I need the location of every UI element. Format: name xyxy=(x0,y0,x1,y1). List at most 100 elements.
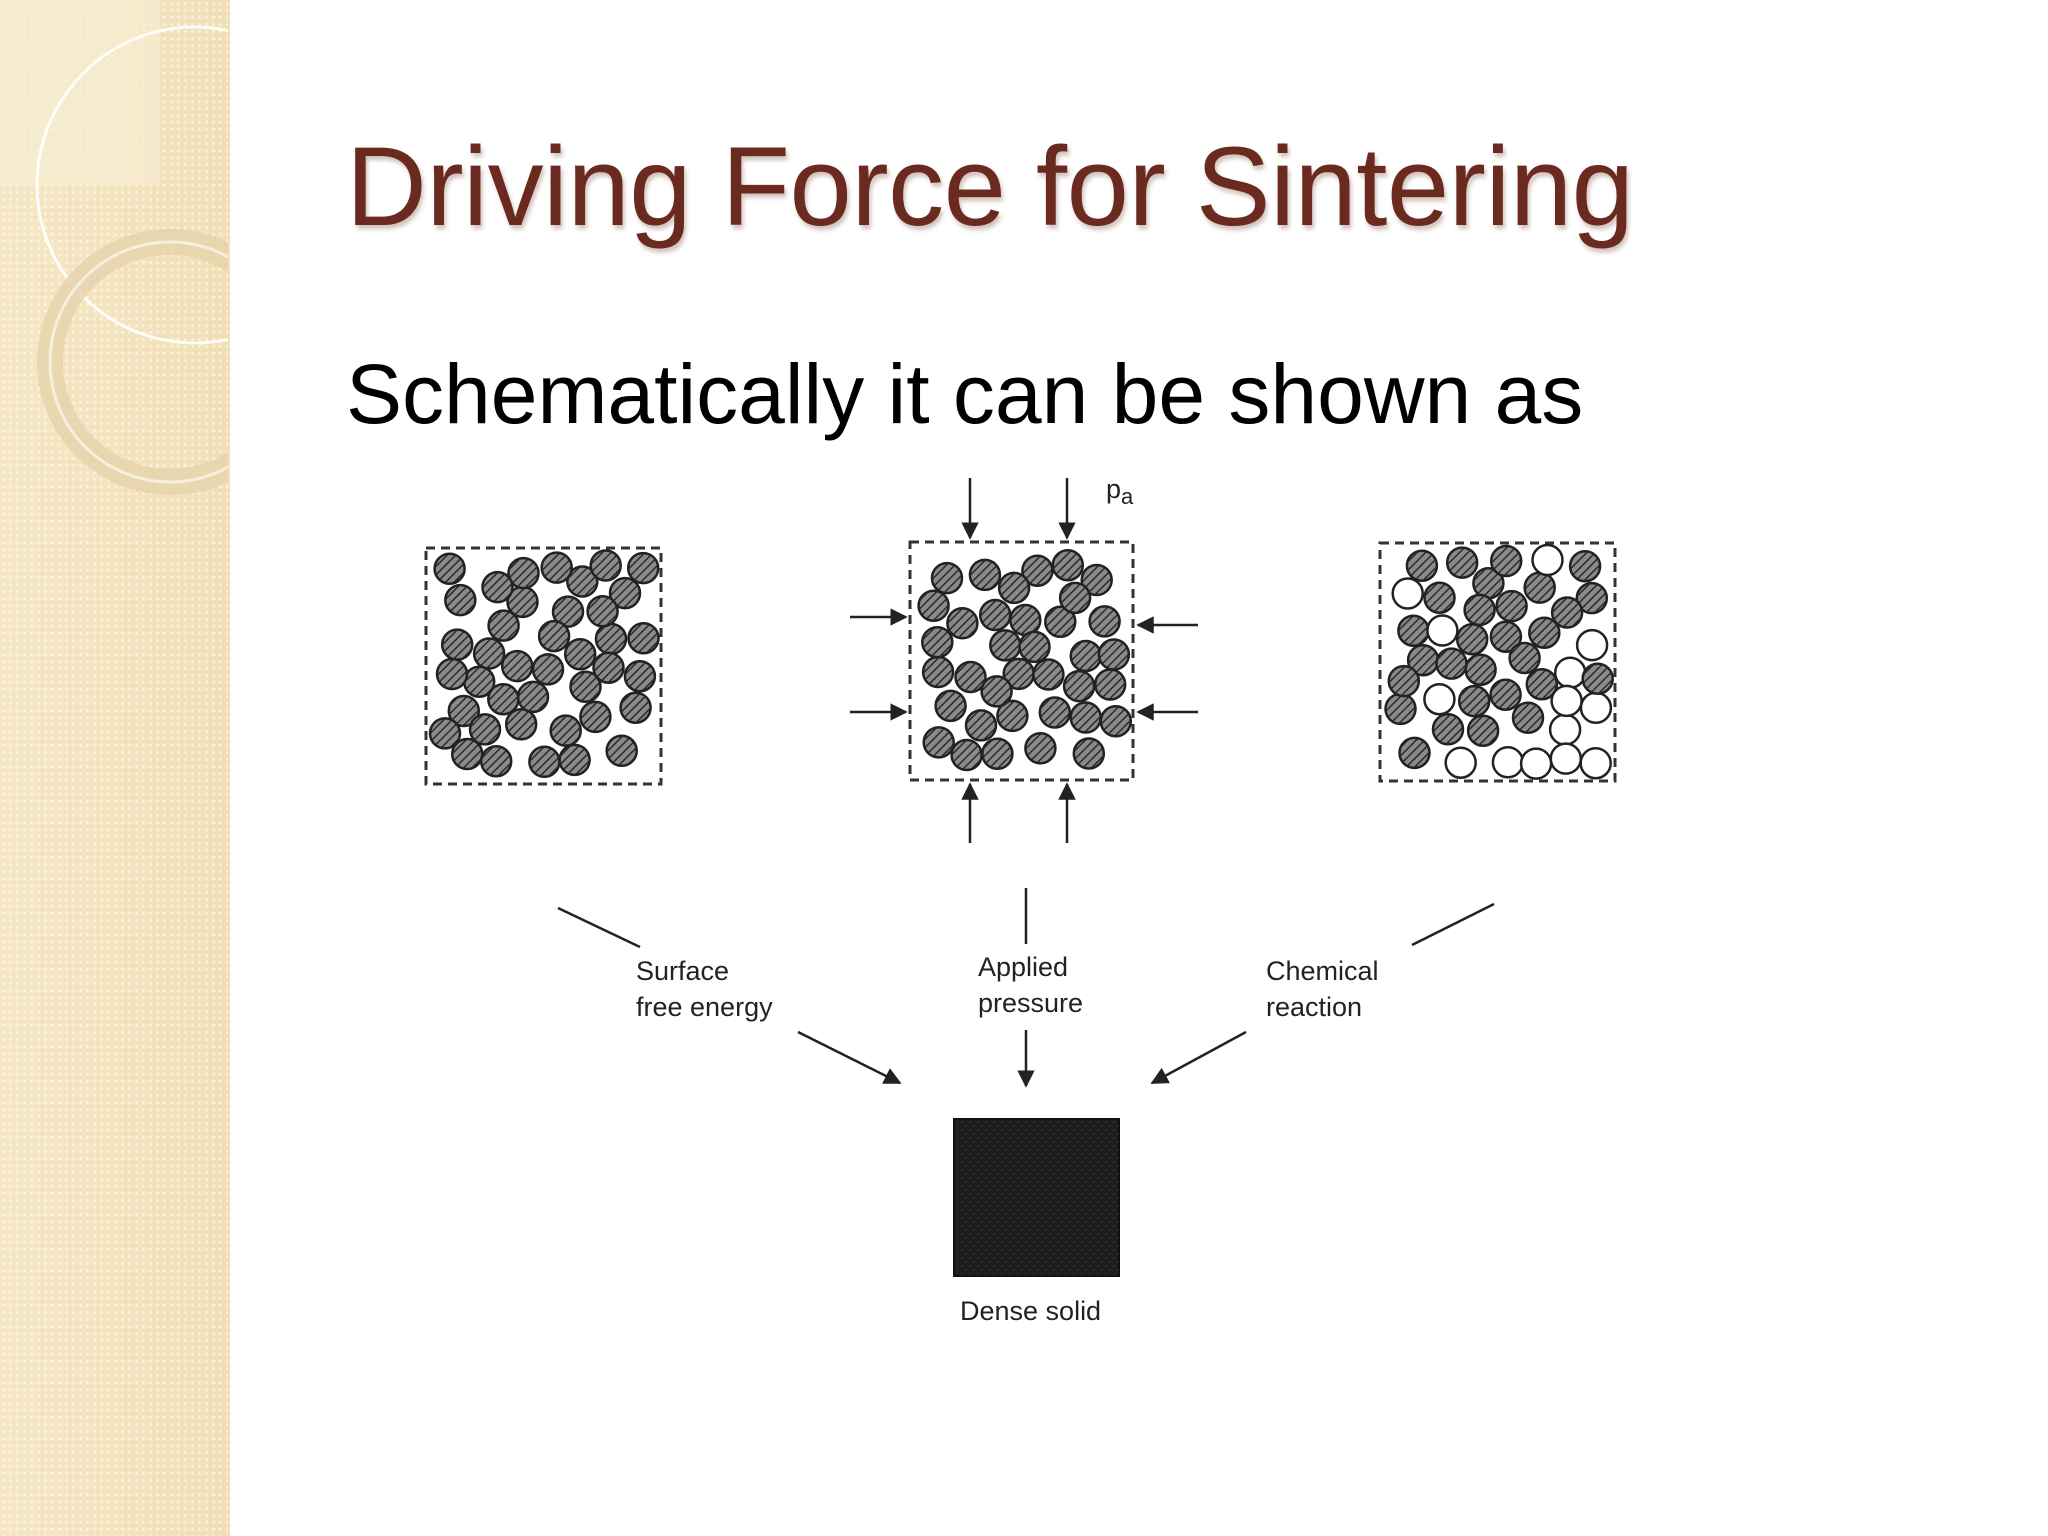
powder-particle xyxy=(507,556,540,590)
powder-particle xyxy=(566,565,599,598)
dense-solid-block xyxy=(953,1118,1120,1277)
slide-subtitle: Schematically it can be shown as xyxy=(346,347,1584,441)
powder-particle xyxy=(447,694,481,728)
reactant-particle xyxy=(1579,691,1613,725)
powder-particle xyxy=(487,682,520,716)
powder-particle xyxy=(1489,678,1522,711)
reactant-particle xyxy=(1423,682,1456,716)
powder-particle xyxy=(1466,714,1500,747)
powder-particle xyxy=(1455,622,1489,656)
powder-particle xyxy=(917,589,950,623)
label-chemical-line1: Chemical xyxy=(1266,956,1379,986)
powder-particle xyxy=(1581,662,1614,695)
powder-particle xyxy=(528,745,561,779)
reactant-particle xyxy=(1391,577,1424,610)
label-surface-line2: free energy xyxy=(636,992,773,1022)
powder-particle xyxy=(1080,563,1113,597)
powder-particle xyxy=(626,551,660,585)
powder-particle xyxy=(608,576,642,610)
powder-particle xyxy=(627,621,660,655)
reactant-particle xyxy=(1426,614,1459,647)
powder-particle xyxy=(997,571,1031,605)
powder-particle xyxy=(922,726,955,759)
particles-right xyxy=(1384,543,1614,780)
powder-particle xyxy=(433,552,466,585)
powder-particle xyxy=(981,737,1014,771)
powder-particle xyxy=(479,745,513,778)
powder-particle xyxy=(1463,593,1496,627)
powder-particle xyxy=(1024,732,1057,765)
powder-particle xyxy=(921,625,954,659)
particles-left xyxy=(428,549,660,779)
powder-particle xyxy=(1550,596,1584,629)
powder-particle xyxy=(1431,713,1465,746)
powder-particle xyxy=(1435,647,1468,680)
powder-particle xyxy=(1097,638,1131,671)
decorative-rings xyxy=(0,0,228,495)
powder-particle xyxy=(563,638,597,671)
powder-particle xyxy=(1525,667,1559,701)
powder-particle xyxy=(1072,737,1106,770)
powder-particle xyxy=(1088,605,1121,638)
powder-particle xyxy=(1398,736,1431,770)
powder-particle xyxy=(964,709,998,742)
powder-particle xyxy=(504,708,538,741)
powder-particle xyxy=(531,653,565,686)
label-chemical-line2: reaction xyxy=(1266,992,1362,1022)
powder-particle xyxy=(586,595,619,628)
powder-particle xyxy=(1508,641,1541,675)
powder-particle xyxy=(549,714,582,747)
powder-particle xyxy=(444,583,477,617)
powder-particle xyxy=(989,629,1022,662)
powder-particle xyxy=(1397,614,1430,647)
powder-particle xyxy=(516,680,550,714)
powder-particle xyxy=(1405,549,1439,582)
powder-particle xyxy=(1387,664,1421,698)
powder-particle xyxy=(551,595,585,628)
powder-particle xyxy=(1511,701,1545,734)
powder-particle xyxy=(540,551,573,584)
powder-particle xyxy=(594,622,628,656)
powder-particle xyxy=(1528,616,1561,649)
powder-particle xyxy=(623,659,657,693)
powder-particle xyxy=(1062,669,1096,703)
powder-particle xyxy=(569,670,602,704)
powder-particle xyxy=(1093,668,1127,701)
powder-particle xyxy=(1038,696,1072,729)
powder-particle xyxy=(1464,653,1497,686)
powder-particle xyxy=(619,691,652,724)
powder-particle xyxy=(435,657,469,691)
powder-box-pressure: pa xyxy=(850,474,1198,843)
powder-particle xyxy=(468,713,502,746)
powder-particle xyxy=(1423,581,1456,614)
powder-particle xyxy=(934,689,967,723)
powder-particle xyxy=(487,609,520,642)
reactant-particle xyxy=(1444,746,1477,779)
powder-particle xyxy=(500,649,534,683)
powder-particle xyxy=(968,558,1002,592)
powder-particle xyxy=(1099,705,1133,738)
label-surface-line1: Surface xyxy=(636,956,729,986)
powder-particle xyxy=(946,606,979,640)
powder-particle xyxy=(481,570,514,604)
label-pressure-line1: Applied xyxy=(978,952,1068,982)
powder-particle xyxy=(996,699,1029,733)
powder-particle xyxy=(980,675,1013,708)
powder-particle xyxy=(1575,581,1609,615)
particles-middle xyxy=(917,548,1133,772)
label-dense-solid: Dense solid xyxy=(960,1296,1101,1326)
powder-particle xyxy=(558,743,591,777)
powder-particle xyxy=(1489,620,1523,653)
powder-particle xyxy=(950,738,983,772)
powder-particle xyxy=(1032,658,1065,691)
reactant-particle xyxy=(1575,628,1609,662)
powder-particle xyxy=(592,651,625,684)
powder-particle xyxy=(1018,630,1051,664)
powder-particle xyxy=(1495,589,1528,623)
powder-particle xyxy=(1568,549,1602,583)
decorative-sidebar xyxy=(0,0,230,1536)
powder-particle xyxy=(1384,692,1417,726)
powder-particle xyxy=(1021,554,1054,587)
reactant-particle xyxy=(1579,746,1612,780)
powder-box-surface xyxy=(424,546,663,786)
